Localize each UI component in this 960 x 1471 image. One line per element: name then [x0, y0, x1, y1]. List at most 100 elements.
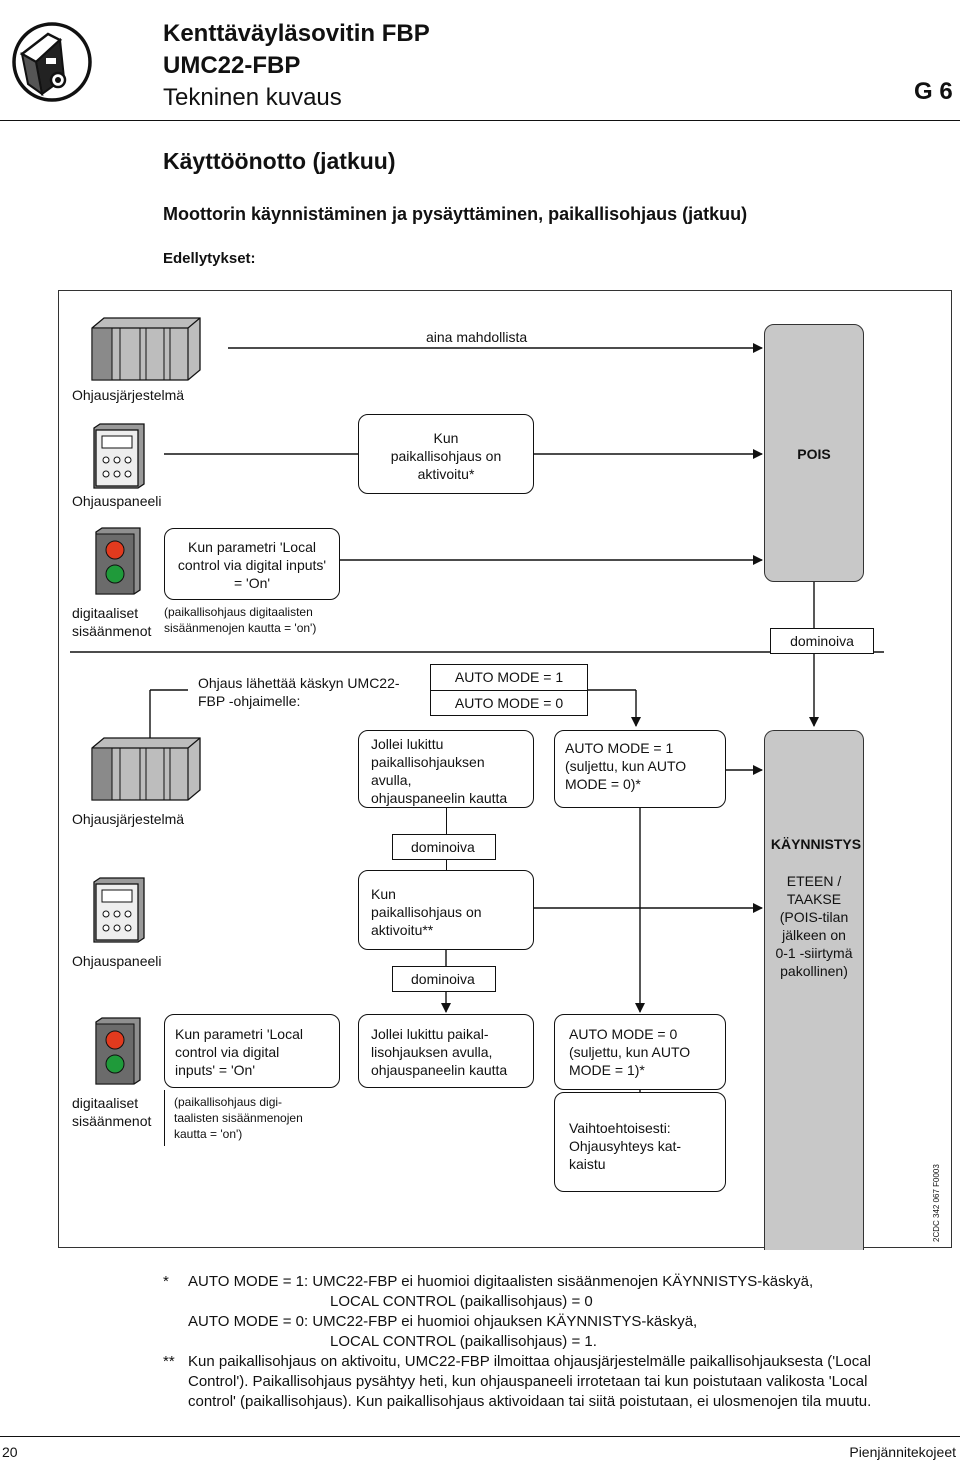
box-line: MODE = 0)*	[565, 776, 641, 792]
box-line: Vaihtoehtoisesti:	[569, 1120, 671, 1136]
dominant-label-b: dominoiva	[392, 966, 496, 992]
publisher-name: Pienjännitekojeet	[849, 1444, 956, 1460]
box-line: aktivoitu**	[371, 922, 434, 938]
box-line: MODE = 1)*	[569, 1062, 645, 1078]
control-panel-label-2: Ohjauspaneeli	[72, 953, 162, 969]
pois-label: POIS	[797, 446, 831, 462]
text-line: Ohjaus lähettää käskyn UMC22-	[198, 675, 400, 691]
footnote-star-line-1: AUTO MODE = 1: UMC22-FBP ei huomioi digi…	[188, 1273, 814, 1290]
box-line: avulla,	[371, 772, 412, 788]
box-line: Jollei lukittu paikal-	[371, 1026, 489, 1042]
plc-icon	[90, 736, 202, 807]
footnote-dstar-line-3: control' (paikallisohjaus). Kun paikalli…	[188, 1393, 872, 1410]
plc-icon	[90, 316, 202, 387]
header-title-3: Tekninen kuvaus	[163, 84, 342, 111]
box-line: Kun parametri 'Local	[188, 539, 316, 555]
box-line: kaistu	[569, 1156, 606, 1172]
box-line: inputs' = 'On'	[175, 1062, 256, 1078]
digital-inputs-label-2: digitaaliset sisäänmenot	[72, 1094, 151, 1130]
auto-mode-1-cell: AUTO MODE = 1	[431, 665, 587, 691]
doc-code: 2CDC 342 067 F0003	[932, 1164, 941, 1242]
auto-mode-0-cell: AUTO MODE = 0	[454, 695, 564, 711]
alternatively-box: Vaihtoehtoisesti: Ohjausyhteys kat- kais…	[554, 1092, 726, 1192]
control-panel-label-1: Ohjauspaneeli	[72, 493, 162, 509]
param-local-box-2: Kun parametri 'Local control via digital…	[164, 1014, 340, 1088]
note-line: sisäänmenojen kautta = 'on')	[164, 621, 317, 635]
kaynnistys-label: KÄYNNISTYS	[770, 836, 862, 852]
param-local-box-1: Kun parametri 'Local control via digital…	[164, 528, 340, 600]
control-sends-text: Ohjaus lähettää käskyn UMC22- FBP -ohjai…	[198, 674, 400, 710]
text-line: TAAKSE	[786, 891, 842, 907]
header-title-1: Kenttäväyläsovitin FBP	[163, 20, 430, 47]
box-line: paikallisohjaus on	[390, 448, 502, 464]
footnote-dstar-line-2: Control'). Paikallisohjaus pysähtyy heti…	[188, 1373, 868, 1390]
box-line: paikallisohjauksen	[371, 754, 485, 770]
auto-mode-table: AUTO MODE = 1 AUTO MODE = 0	[430, 664, 588, 716]
box-line: control via digital	[175, 1044, 280, 1060]
control-system-label-2: Ohjausjärjestelmä	[72, 811, 185, 827]
box-line: Kun parametri 'Local	[175, 1026, 303, 1042]
box-line: = 'On'	[233, 575, 271, 591]
logo	[8, 14, 94, 106]
note-line: (paikallisohjaus digi-	[174, 1095, 283, 1109]
kaynnistys-block	[764, 730, 864, 1250]
box-line: (suljettu, kun AUTO	[565, 758, 687, 774]
dominant-label-a: dominoiva	[392, 834, 496, 860]
text-line: FBP -ohjaimelle:	[198, 693, 301, 709]
box-line: lisohjauksen avulla,	[371, 1044, 493, 1060]
auto0-closed-box: AUTO MODE = 0 (suljettu, kun AUTO MODE =…	[554, 1014, 726, 1090]
always-possible-label: aina mahdollista	[426, 329, 528, 345]
note-line: (paikallisohjaus digitaalisten	[164, 605, 313, 619]
connector-line	[446, 808, 447, 834]
text-line: 0-1 -siirtymä	[775, 945, 853, 961]
footnote-star-line-4: LOCAL CONTROL (paikallisohjaus) = 1.	[330, 1333, 597, 1350]
box-line: ohjauspaneelin kautta	[371, 1062, 508, 1078]
subsection-title: Moottorin käynnistäminen ja pysäyttämine…	[163, 204, 748, 224]
control-panel-icon	[92, 876, 146, 949]
local-active-box-1: Kun paikallisohjaus on aktivoitu*	[358, 414, 534, 494]
section-code: G 6	[914, 78, 953, 105]
local-active-box-2: Kun paikallisohjaus on aktivoitu**	[358, 870, 534, 950]
text-line: ETEEN /	[786, 873, 842, 889]
diagram-frame	[58, 290, 952, 1248]
box-line: ohjauspaneelin kautta	[371, 790, 508, 806]
signal-lamps-icon	[92, 526, 142, 601]
bracket-line	[164, 1090, 167, 1146]
digital-inputs-line: sisäänmenot	[72, 1113, 152, 1129]
footnote-star-mark: *	[163, 1273, 169, 1290]
header-rule	[0, 120, 960, 121]
connector-line	[446, 860, 447, 872]
pois-block	[764, 324, 864, 582]
footnote-dstar-line-1: Kun paikallisohjaus on aktivoitu, UMC22-…	[188, 1353, 871, 1370]
text-line: jälkeen on	[782, 927, 846, 943]
footnote-star-line-3: AUTO MODE = 0: UMC22-FBP ei huomioi ohja…	[188, 1313, 698, 1330]
control-panel-icon	[92, 422, 146, 495]
unless-locked-box-2: Jollei lukittu paikal- lisohjauksen avul…	[358, 1014, 534, 1088]
section-title: Käyttöönotto (jatkuu)	[163, 148, 396, 174]
box-line: (suljettu, kun AUTO	[569, 1044, 691, 1060]
box-line: paikallisohjaus on	[371, 904, 482, 920]
note-line: kautta = 'on')	[174, 1127, 243, 1141]
prerequisites-label: Edellytykset:	[163, 250, 256, 267]
digital-inputs-line: sisäänmenot	[72, 623, 152, 639]
footnote-dstar-mark: **	[163, 1353, 175, 1370]
box-line: control via digital inputs'	[177, 557, 327, 573]
header-title-2: UMC22-FBP	[163, 52, 301, 79]
dominant-pois-label: dominoiva	[770, 628, 874, 654]
box-line: Jollei lukittu	[371, 736, 444, 752]
box-line: Kun	[433, 430, 459, 446]
text-line: (POIS-tilan	[779, 909, 849, 925]
page-number: 20	[2, 1444, 18, 1460]
auto1-closed-box: AUTO MODE = 1 (suljettu, kun AUTO MODE =…	[554, 730, 726, 808]
local-digital-note-1: (paikallisohjaus digitaalisten sisäänmen…	[164, 604, 316, 636]
footer-rule	[0, 1436, 960, 1437]
local-digital-note-2-text: (paikallisohjaus digi- taalisten sisäänm…	[174, 1094, 303, 1142]
umc-device-icon	[12, 22, 92, 102]
digital-inputs-label-1: digitaaliset sisäänmenot	[72, 604, 151, 640]
digital-inputs-line: digitaaliset	[72, 1095, 139, 1111]
footnote-star-line-2: LOCAL CONTROL (paikallisohjaus) = 0	[330, 1293, 593, 1310]
box-line: AUTO MODE = 0	[569, 1026, 678, 1042]
signal-lamps-icon	[92, 1016, 142, 1091]
unless-locked-box-1: Jollei lukittu paikallisohjauksen avulla…	[358, 730, 534, 808]
